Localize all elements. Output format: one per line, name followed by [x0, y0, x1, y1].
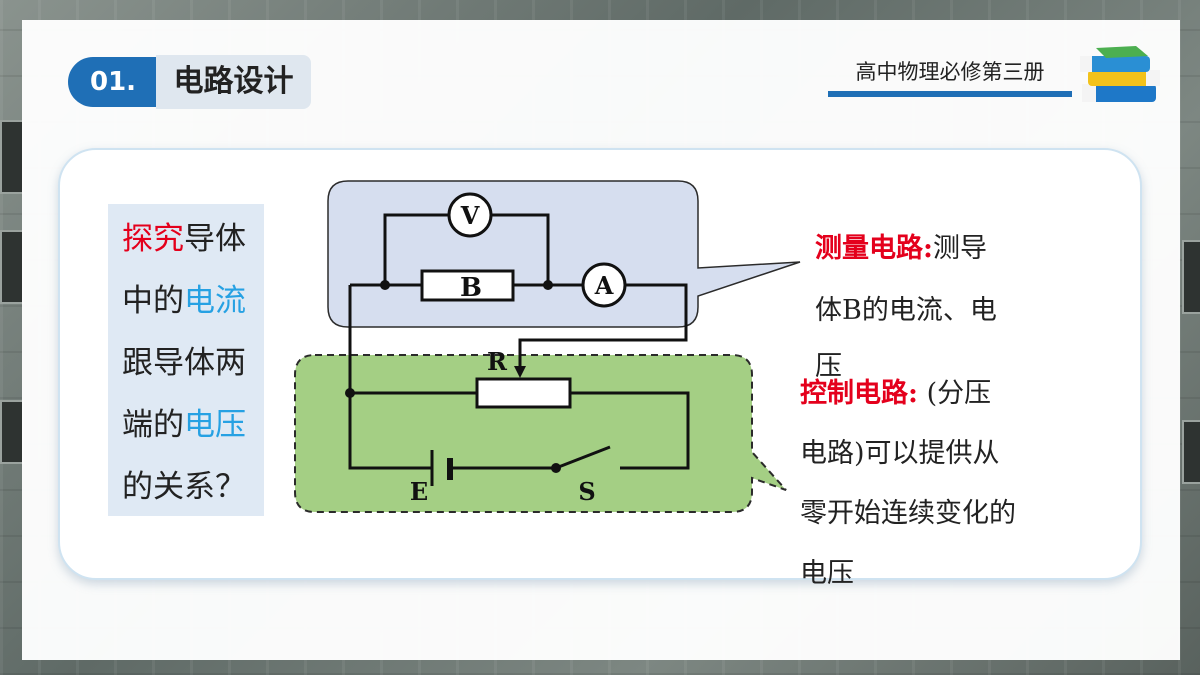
resistor-b-label: B [460, 273, 482, 303]
measure-circuit-heading: 测量电路: [815, 233, 933, 264]
junction-dot [543, 280, 553, 290]
section-title: 电路设计 [156, 55, 311, 109]
voltmeter-wire [383, 213, 550, 285]
control-circuit-heading: 控制电路: [800, 378, 918, 409]
rheostat-slider-arrow [514, 366, 526, 378]
junction-dot [345, 388, 355, 398]
note-text: 体B的电流、电 [815, 295, 997, 326]
rheostat-r [475, 377, 572, 409]
junction-dot [380, 280, 390, 290]
measure-circuit-note: 测量电路:测导 体B的电流、电 压 [815, 218, 1045, 404]
control-circuit-note: 控制电路: (分压 电路)可以提供从 零开始连续变化的 电压 [800, 364, 1080, 604]
background-chip [0, 230, 24, 304]
background-chip [1182, 240, 1200, 314]
measure-callout-bubble [327, 180, 801, 328]
question-text: 跟导体两 [122, 345, 246, 381]
question-text: 导体 [184, 221, 246, 257]
background-chip [0, 400, 24, 464]
question-keyword-explore: 探究 [122, 221, 184, 257]
question-text: 中的 [122, 283, 184, 319]
note-text: 零开始连续变化的 [800, 498, 1016, 529]
switch-blade [555, 445, 611, 470]
ammeter [581, 262, 627, 308]
battery-label: E [410, 477, 428, 506]
rheostat-wire [350, 391, 690, 470]
section-number-badge: 01. [68, 57, 156, 107]
switch-label: S [578, 477, 595, 506]
left-wire [348, 285, 432, 470]
resistor-b [420, 269, 515, 302]
rheostat-label: R [487, 347, 508, 376]
note-text: 测导 [932, 233, 987, 264]
voltmeter-label: V [460, 201, 480, 230]
switch-pivot [551, 463, 561, 473]
ammeter-label: A [594, 271, 614, 300]
note-text: 电压 [800, 558, 854, 589]
note-text: 电路)可以提供从 [800, 438, 1000, 469]
course-title: 高中物理必修第三册 [855, 60, 1045, 84]
background-chip [1182, 420, 1200, 484]
note-text: (分压 [926, 378, 992, 409]
question-text: 端的 [122, 407, 184, 443]
question-keyword-current: 电流 [184, 283, 246, 319]
question-box: 探究导体 中的电流 跟导体两 端的电压 的关系？ [108, 204, 264, 516]
note-text: 压 [815, 351, 842, 382]
course-title-underline [828, 91, 1072, 97]
books-icon [1080, 46, 1160, 102]
question-keyword-voltage: 电压 [184, 407, 246, 443]
question-text: 的关系？ [122, 469, 246, 505]
voltmeter [447, 192, 493, 238]
